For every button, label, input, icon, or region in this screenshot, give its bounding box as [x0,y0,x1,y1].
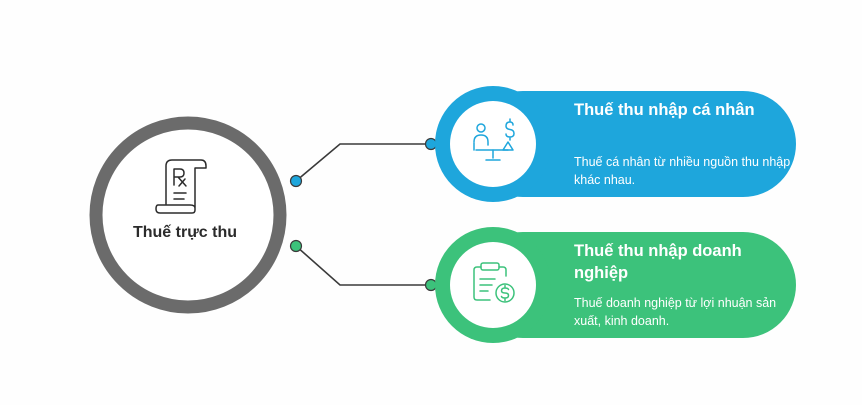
hub-label: Thuế trực thu [132,224,238,241]
hub-ring [89,116,287,314]
prescription-document-icon [155,159,207,214]
branch-2-description: Thuế doanh nghiệp từ lợi nhuận sản xuất,… [574,296,777,328]
connector-dot-hub-bottom [289,239,303,253]
branch-card-2-badge-inner [450,242,536,328]
branch-1-description: Thuế cá nhân từ nhiều nguồn thu nhập khá… [574,155,791,187]
connector-top [295,143,431,182]
connector-bottom [295,245,431,286]
branch-card-1-pill [470,91,796,197]
connector-dot-card-bottom [424,278,438,292]
branch-1-title: Thuế thu nhập cá nhân [574,101,755,119]
person-balance-dollar-icon [473,118,515,161]
branch-card-2-pill [470,232,796,338]
connector-dot-hub-top [289,174,303,188]
clipboard-dollar-icon [473,262,515,303]
branch-2-title: Thuế thu nhập doanh nghiệp [574,242,742,282]
branch-card-1-badge-inner [450,101,536,187]
connector-dot-card-top [424,137,438,151]
connectors [295,143,431,286]
